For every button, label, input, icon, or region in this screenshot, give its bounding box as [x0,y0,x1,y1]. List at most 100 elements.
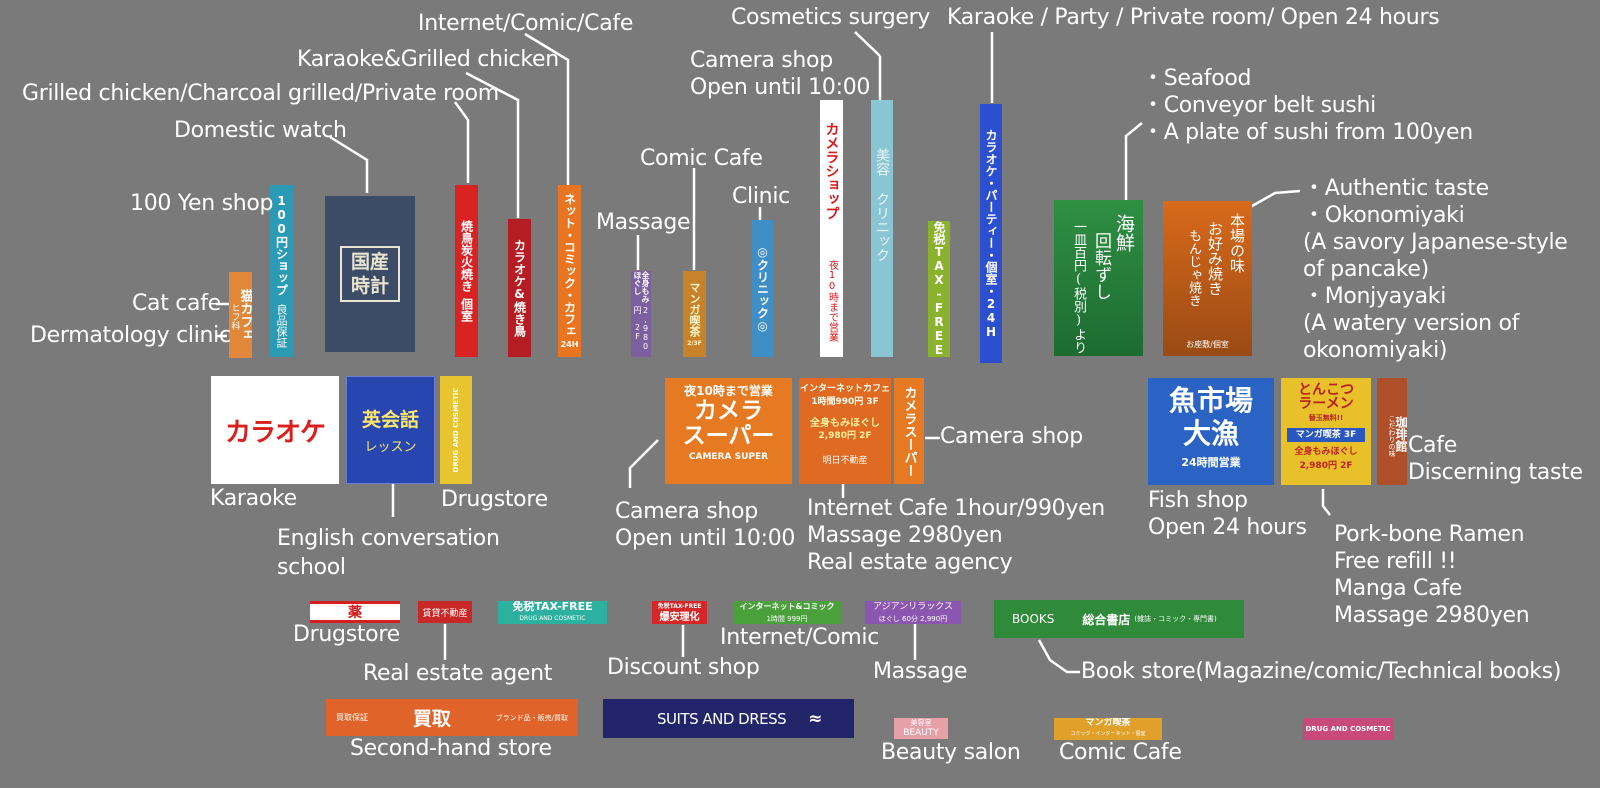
camera-super-sign-en: CAMERA SUPER [688,452,769,462]
label-seafood-1: ・Seafood [1142,66,1252,91]
beauty-clinic-sign-text: 美容 クリニック [874,148,890,262]
massage-sign-text: 全身もみほぐし [633,271,650,303]
ramen-sign-line6: 2,980円 2F [1299,461,1353,471]
books-sign-jp: 総合書店 [1082,612,1131,627]
taxfree-h-sign: 免税TAX-FREE DRUG AND COSMETIC [498,601,607,624]
eikaiwa-sign-line1: 英会話 [361,409,419,431]
inet-sign-line1: インターネットカフェ [799,384,890,394]
net-comic-sign-text: ネット・コミック・カフェ [562,193,577,337]
drug-h-sign: DRUG AND COSMETIC [1303,718,1393,740]
beauty-salon-sign: 美容室 BEAUTY [894,718,948,739]
books-sign: BOOKS 総合書店 (雑誌・コミック・専門書) [994,600,1244,638]
fish-sign-line1: 魚市場 [1168,384,1253,417]
kusuri-sign: 薬 [310,601,400,623]
yakitori-sign-sub: 個室 [459,298,474,322]
label-fish-shop-2: Open 24 hours [1148,515,1307,540]
wave-logo-icon: ≈ [808,708,823,729]
label-discount-shop: Discount shop [607,655,760,680]
karaoke-party-sign: カラオケ・パーティー・個室・24H [980,104,1002,363]
label-okonomi-7: okonomiyaki) [1303,338,1448,363]
label-internet-cafe-2: Massage 2980yen [807,523,1003,548]
label-okonomi-6: (A watery version of [1303,311,1520,336]
okonomi-sign-line2: お好み焼き [1206,221,1224,296]
label-fish-shop-1: Fish shop [1148,488,1248,513]
clinic-sign-text: ◎クリニック◎ [755,244,770,333]
cafe-sign-line2: こだわりの味 [1388,414,1396,457]
label-drugstore-mid: Drugstore [441,487,548,512]
massage-sign-sub: 2,980円 2F [633,306,650,352]
label-cafe-1: Cafe [1408,433,1457,458]
label-massage-low: Massage [873,659,968,684]
label-internet-cafe-1: Internet Cafe 1hour/990yen [807,496,1105,521]
label-ramen-4: Massage 2980yen [1334,603,1530,628]
label-cafe-2: Discerning taste [1408,460,1583,485]
label-internet-comic-low: Internet/Comic [720,625,880,650]
inet-comic-sign-line2: 1時間 999円 [766,615,808,623]
cat-cafe-sign-sub: ヒフ科 [229,303,240,330]
manga-cafe-sign-sub: 2/3F [687,339,702,347]
chintai-sign: 賃貸不動産 [418,601,472,623]
label-grilled-chicken: Grilled chicken/Charcoal grilled/Private… [22,81,499,106]
karaoke-big-sign: カラオケ [211,376,339,484]
net-comic-sign: ネット・コミック・カフェ 24H [558,185,581,357]
taxfree-vert-sign: 免税TAX-FREE [928,221,950,357]
label-camera-shop-top-2: Open until 10:00 [690,75,871,100]
label-internet-comic-cafe: Internet/Comic/Cafe [418,11,634,36]
label-karaoke-grilled-chicken: Karaoke&Grilled chicken [297,47,559,72]
inet-sign-line3: 全身もみほぐし [810,418,880,429]
cat-cafe-sign: 猫カフェ ヒフ科 [229,272,252,358]
label-second-hand: Second-hand store [350,736,552,761]
label-ramen-1: Pork-bone Ramen [1334,522,1525,547]
camera-super-vert-sign-text: カメラスーパー [901,385,917,477]
label-english-2: school [277,555,346,580]
label-camera-shop-bottom-1: Camera shop [615,499,758,524]
label-seafood-3: ・A plate of sushi from 100yen [1142,120,1473,145]
label-okonomi-2: ・Okonomiyaki [1303,203,1465,228]
okonomiyaki-sign: 本場の味 お好み焼き もんじゃ焼き お座敷/個室 [1163,201,1252,356]
label-100-yen-shop: 100 Yen shop [130,191,274,216]
manga-h-sign: マンガ喫茶 コミック・インターネット・個室 [1054,718,1162,740]
label-okonomi-4: of pancake) [1303,257,1429,282]
cafe-sign: 珈琲館 こだわりの味 [1377,378,1407,485]
eikaiwa-sign: 英会話 レッスン [346,376,435,484]
camera-vert-sign-sub: 夜10時まで営業 [826,260,838,342]
yakitori-sign-text: 焼鳥炭火焼き [459,220,474,292]
yen-shop-sign: 100円ショップ 良品保証 [270,185,293,357]
label-okonomi-3: (A savory Japanese-style [1303,230,1568,255]
label-comic-cafe-low: Comic Cafe [1059,740,1182,765]
watch-sign-text: 国産時計 [340,246,400,302]
clinic-sign: ◎クリニック◎ [752,220,773,357]
manga-h-sign-line2: コミック・インターネット・個室 [1070,731,1146,737]
okonomi-sign-line3: もんじゃ焼き [1186,229,1201,307]
sushi-sign: 海鮮 回転ずし 一皿百円(税別)より [1054,200,1143,356]
camera-vert-sign: カメラショップ 夜10時まで営業 [820,100,843,357]
discount-sign-line1: 免税TAX-FREE [657,603,702,610]
manga-cafe-sign-text: マンガ喫茶 [688,281,701,337]
drug-vert-sign: DRUG AND COSMETIC [440,376,472,484]
asian-sign-line1: アジアンリラックス [872,602,953,612]
label-massage-top: Massage [596,210,691,235]
asian-relax-sign: アジアンリラックス ほぐし 60分 2,990円 [865,601,961,624]
label-seafood-2: ・Conveyor belt sushi [1142,93,1376,118]
okonomi-sign-sub: お座敷/個室 [1186,340,1229,349]
inet-sign-line2: 1時間990円 3F [811,397,879,407]
books-sign-sub: (雑誌・コミック・専門書) [1134,615,1217,623]
label-camera-shop-top-1: Camera shop [690,48,833,73]
books-sign-en: BOOKS [1012,612,1055,626]
watch-sign: 国産時計 [325,196,415,352]
label-cat-cafe: Cat cafe [132,291,221,316]
yen-shop-sign-text: 100円ショップ [274,194,289,296]
camera-super-sign-line1: カメラ [694,398,763,424]
ramen-sign-line3: 替玉無料!! [1308,414,1344,422]
sushi-sign-line1: 海鮮 [1113,214,1135,252]
label-book-store: Book store(Magazine/comic/Technical book… [1081,659,1562,684]
label-karaoke: Karaoke [210,486,297,511]
kaitori-sign-left: 買取保証 [336,713,368,722]
sushi-sign-line2: 回転ずし [1091,232,1111,300]
sushi-sign-line3: 一皿百円(税別)より [1071,220,1086,354]
label-real-estate-low: Real estate agent [363,661,553,686]
camera-super-sign: 夜10時まで営業 カメラ スーパー CAMERA SUPER [665,378,792,484]
inet-comic-sign-line1: インターネット&コミック [739,602,835,611]
label-english-1: English conversation [277,526,500,551]
label-camera-shop-right: Camera shop [940,424,1083,449]
